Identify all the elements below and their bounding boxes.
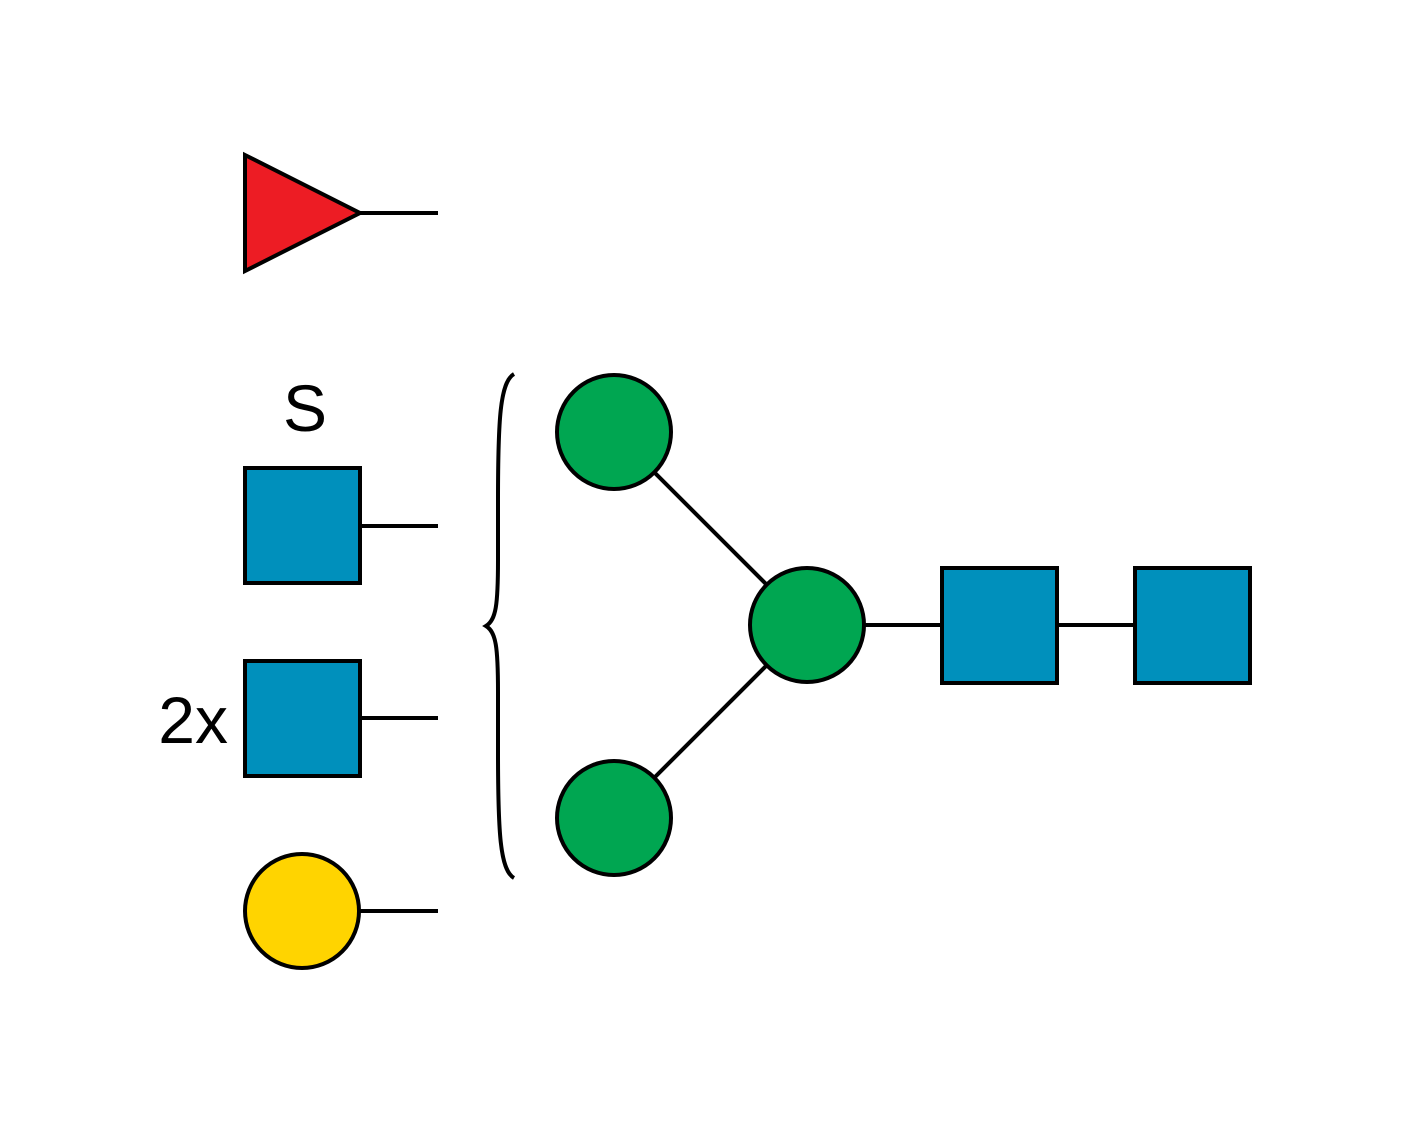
antenna-sulfated-glcnac-group: S bbox=[243, 371, 438, 585]
antenna-galactose-group bbox=[243, 852, 438, 970]
mannose-upper-circle-icon bbox=[555, 373, 673, 491]
sulfate-modifier-label: S bbox=[283, 371, 327, 445]
core-residues bbox=[555, 373, 1252, 877]
glcnac-core-1-square-icon bbox=[940, 566, 1059, 685]
mannose-lower-circle-icon bbox=[555, 759, 673, 877]
glcnac-2x-square-icon bbox=[243, 659, 362, 778]
antenna-glcnac-2x-group: 2x bbox=[158, 659, 438, 778]
mannose-branch-circle-icon bbox=[748, 566, 866, 684]
antenna-fucose-group bbox=[243, 151, 438, 275]
glcnac-core-2-square-icon bbox=[1133, 566, 1252, 685]
fucose-triangle-icon bbox=[243, 151, 365, 275]
galactose-circle-icon bbox=[243, 852, 361, 970]
count-2x-label: 2x bbox=[158, 683, 228, 757]
core-linkages bbox=[612, 430, 1193, 820]
sulfated-glcnac-square-icon bbox=[243, 466, 362, 585]
curly-brace bbox=[482, 372, 516, 880]
